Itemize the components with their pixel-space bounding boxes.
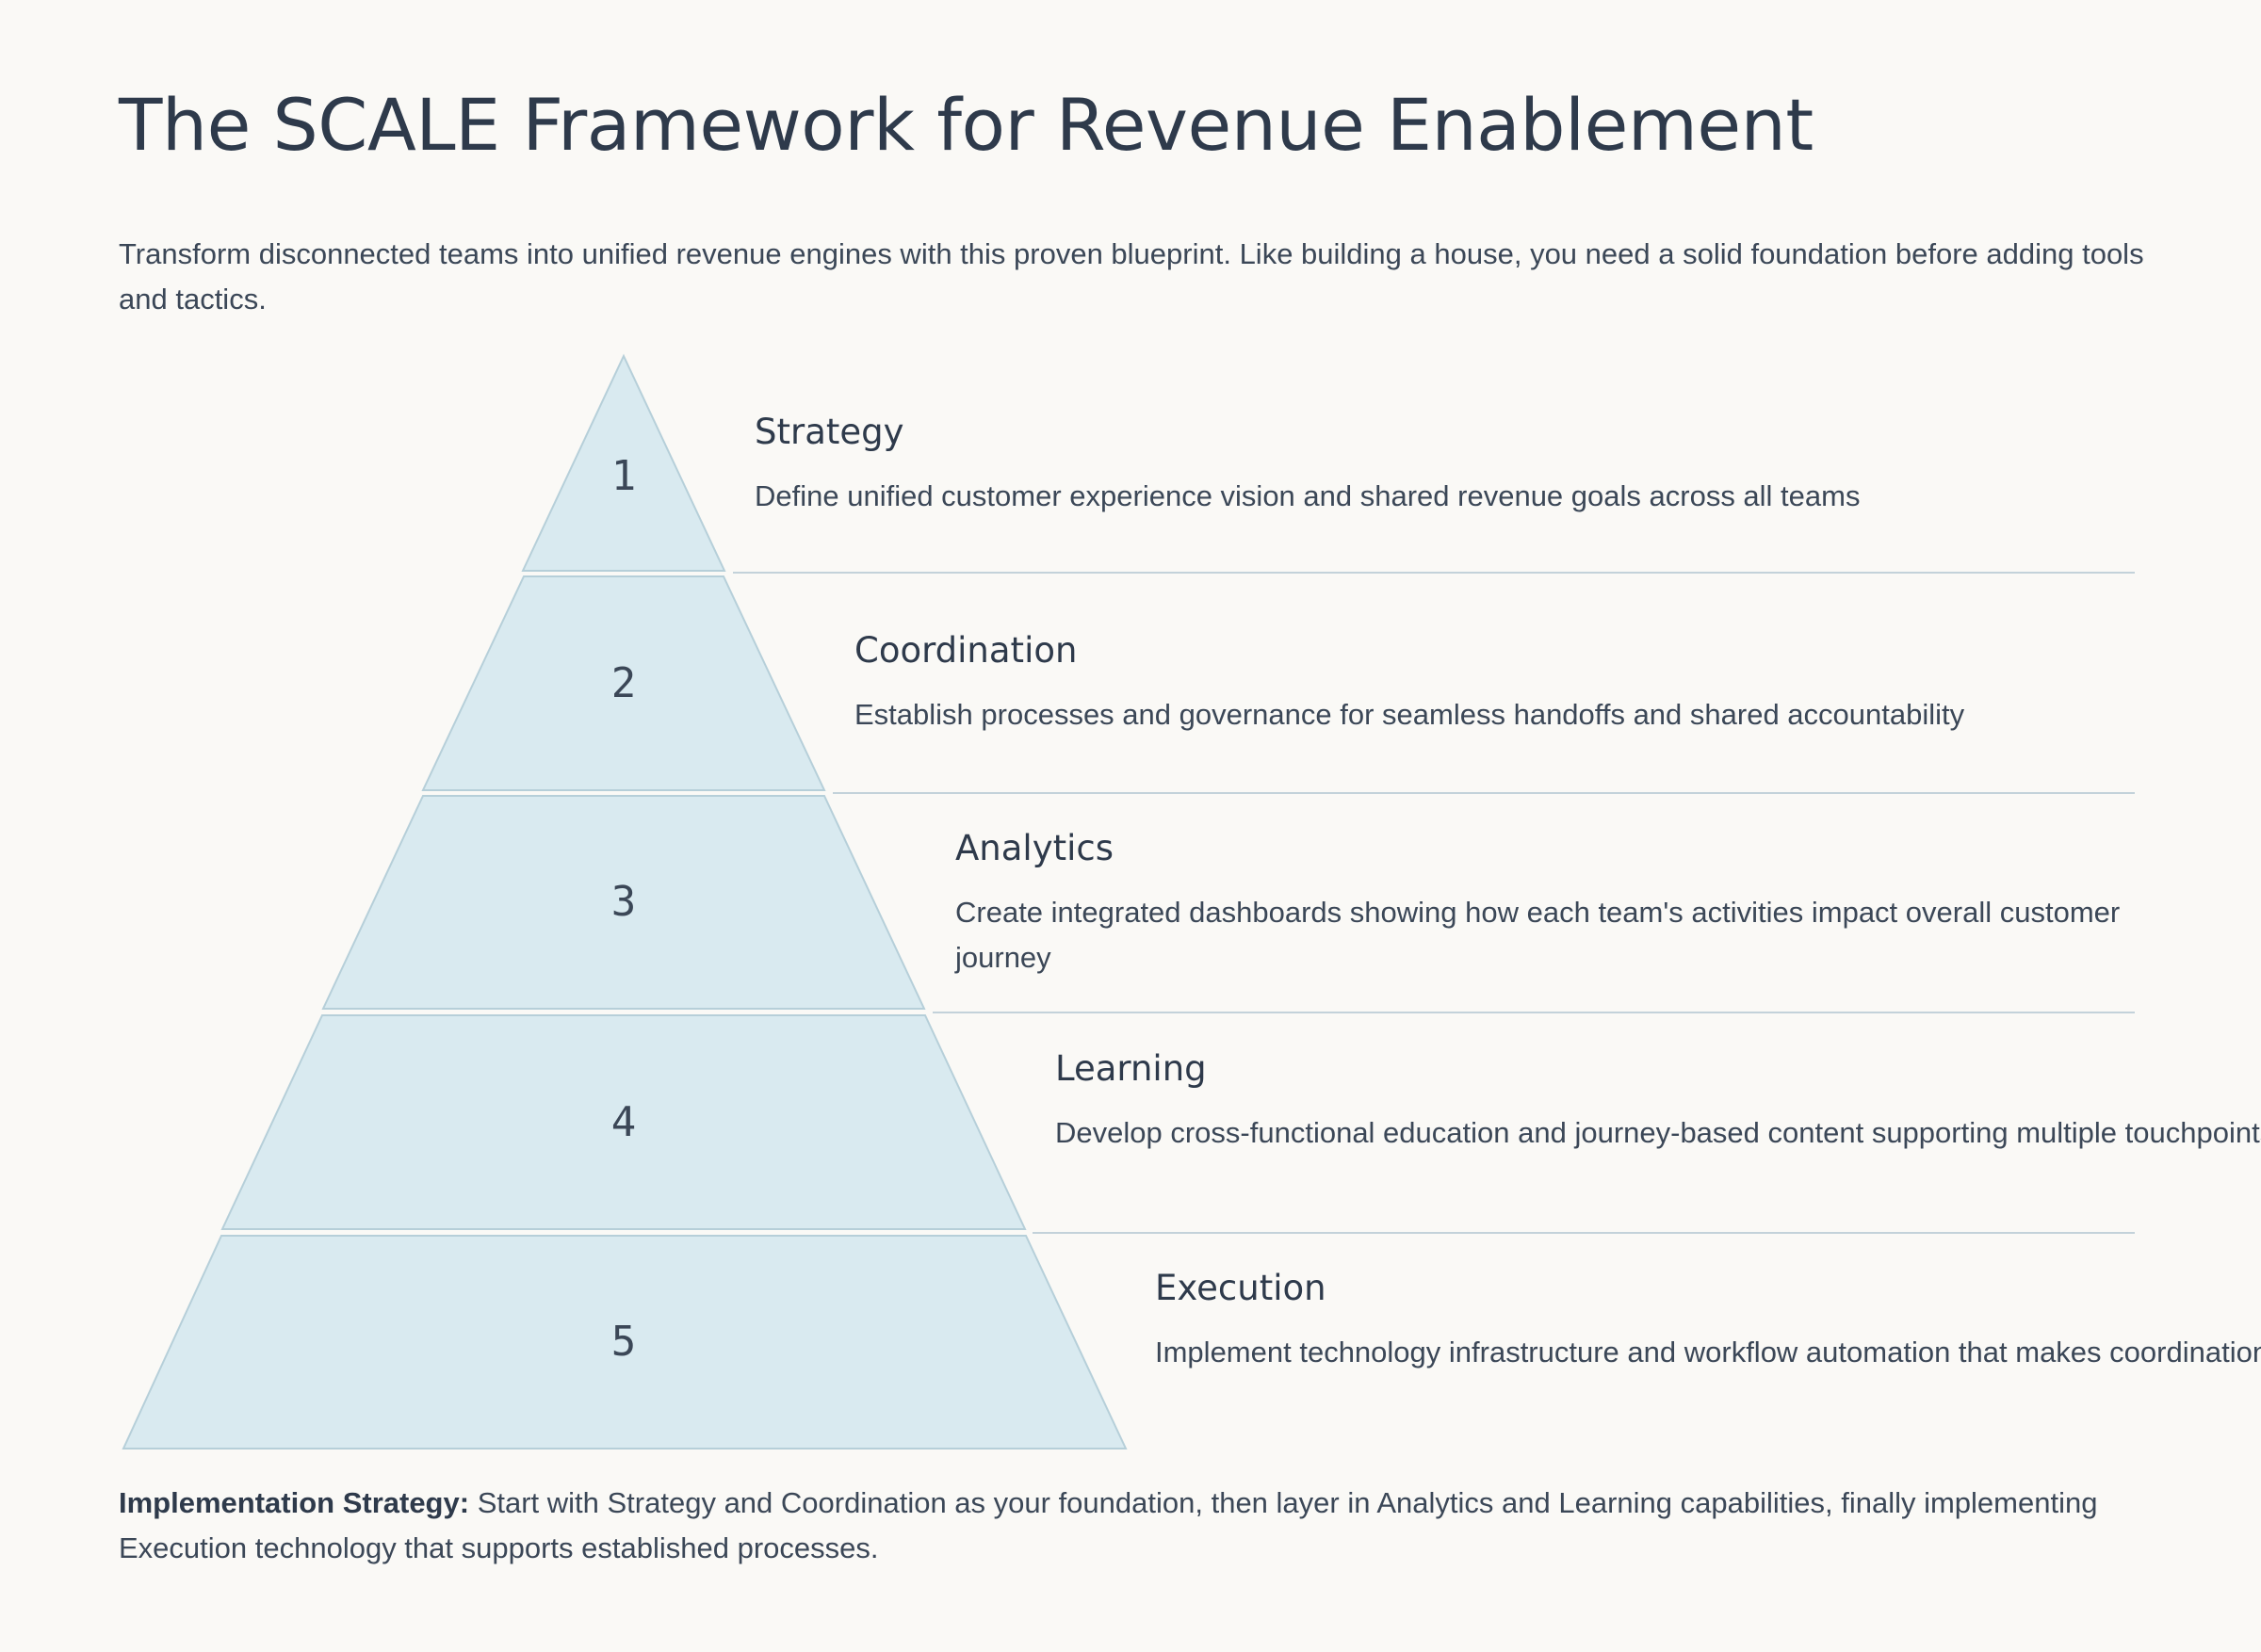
tier-5-number: 5 [611, 1318, 637, 1366]
page-title: The SCALE Framework for Revenue Enableme… [119, 83, 1814, 167]
tier-3-description: Create integrated dashboards showing how… [955, 896, 2121, 974]
tier-5-text: Execution Implement technology infrastru… [1155, 1268, 2261, 1375]
tier-5-name: Execution [1155, 1268, 1326, 1308]
implementation-strategy-text: Start with Strategy and Coordination as … [119, 1486, 2098, 1564]
tier-2-description: Establish processes and governance for s… [854, 698, 1965, 731]
tier-2-number: 2 [611, 659, 637, 707]
tier-1-number: 1 [611, 452, 637, 500]
tier-3-number: 3 [611, 878, 637, 926]
tier-2-text: Coordination Establish processes and gov… [854, 630, 2079, 737]
implementation-strategy-label: Implementation Strategy: [119, 1486, 470, 1519]
tier-2-name: Coordination [854, 630, 1078, 671]
tier-4-description: Develop cross-functional education and j… [1055, 1116, 2261, 1149]
tier-5-description: Implement technology infrastructure and … [1155, 1336, 2261, 1369]
tier-4-shape [220, 1014, 1027, 1230]
tier-4-text: Learning Develop cross-functional educat… [1055, 1048, 2261, 1156]
tier-1-description: Define unified customer experience visio… [755, 479, 1861, 512]
tier-1-text: Strategy Define unified customer experie… [755, 412, 1979, 519]
intro-text: Transform disconnected teams into unifie… [119, 237, 2144, 316]
tier-1-shape [521, 353, 726, 572]
tier-1-name: Strategy [755, 412, 904, 452]
tier-2-shape [421, 575, 826, 791]
tier-3-shape [321, 795, 926, 1010]
tier-4-number: 4 [611, 1098, 637, 1146]
tier-5-shape [122, 1235, 1128, 1450]
tier-3-name: Analytics [955, 828, 1114, 868]
tier-4-name: Learning [1055, 1048, 1207, 1089]
implementation-strategy-note: Implementation Strategy: Start with Stra… [119, 1481, 2144, 1571]
tier-3-text: Analytics Create integrated dashboards s… [955, 828, 2180, 980]
